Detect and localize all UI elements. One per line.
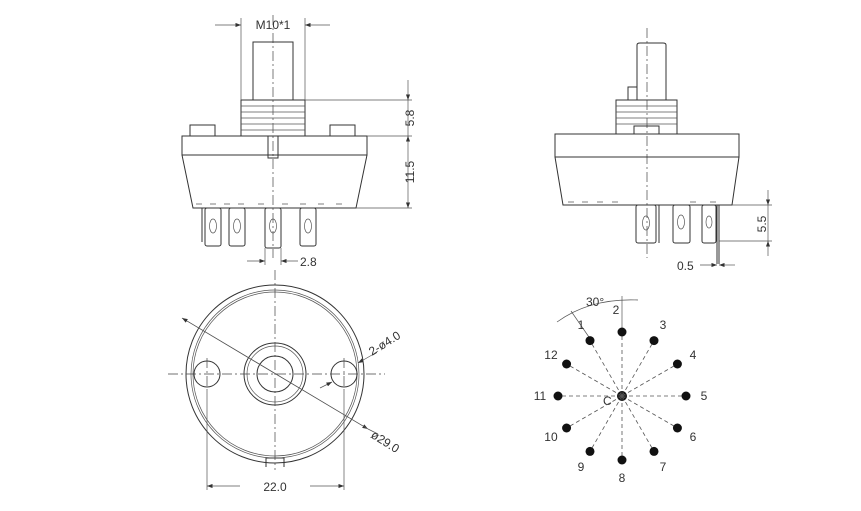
pin-dot xyxy=(585,336,595,346)
pin-label: 8 xyxy=(619,471,626,485)
pin-dot xyxy=(681,391,691,401)
pin-dot xyxy=(585,446,595,456)
pin-dot xyxy=(672,359,682,369)
thickness-dim: 0.5 xyxy=(677,259,694,273)
pin-label: 12 xyxy=(544,348,558,362)
terminals xyxy=(201,207,317,249)
pin-label: 5 xyxy=(701,389,708,403)
pitch-dim: 2.8 xyxy=(300,255,317,269)
pin-label: 9 xyxy=(578,460,585,474)
pin-ray xyxy=(621,363,678,397)
pin-ray xyxy=(589,395,623,452)
pin-dot xyxy=(672,423,682,433)
body-dim: 11.5 xyxy=(403,160,417,183)
pin-ray xyxy=(621,395,678,429)
terminal-dim: 5.5 xyxy=(755,215,769,232)
side-view: 5.5 0.5 xyxy=(554,28,772,273)
hole-label: 2-ø4.0 xyxy=(366,328,403,358)
pin-dot xyxy=(562,423,572,433)
pin-ray xyxy=(566,363,623,397)
pin-label: 2 xyxy=(613,303,620,317)
pin-label: 11 xyxy=(534,389,547,403)
pin-dot xyxy=(649,336,659,346)
pin-ray xyxy=(621,395,655,452)
pin-dot xyxy=(617,455,627,465)
spacing-label: 22.0 xyxy=(263,480,287,494)
shaft-dim: 5.8 xyxy=(403,109,417,126)
pin-dot xyxy=(553,391,563,401)
pin-label: 1 xyxy=(578,318,585,332)
thread-label: M10*1 xyxy=(256,18,291,32)
pin-ray xyxy=(621,340,655,397)
pin-dot xyxy=(649,446,659,456)
front-view: M10*1 5.8 11.5 2.8 xyxy=(181,15,417,269)
pin-dot xyxy=(617,327,627,337)
pin-label: 7 xyxy=(660,460,667,474)
pin-dot xyxy=(562,359,572,369)
bottom-view: 2-ø4.0 ø29.0 22.0 xyxy=(168,270,403,494)
pin-label: 3 xyxy=(660,318,667,332)
pin-ray xyxy=(566,395,623,429)
angle-label: 30° xyxy=(586,295,604,309)
pin-label: 4 xyxy=(690,348,697,362)
pin-label: 10 xyxy=(544,430,558,444)
center-label: C xyxy=(603,394,612,408)
diameter-label: ø29.0 xyxy=(368,428,402,456)
pin-label: 6 xyxy=(690,430,697,444)
pin-ray xyxy=(589,340,623,397)
